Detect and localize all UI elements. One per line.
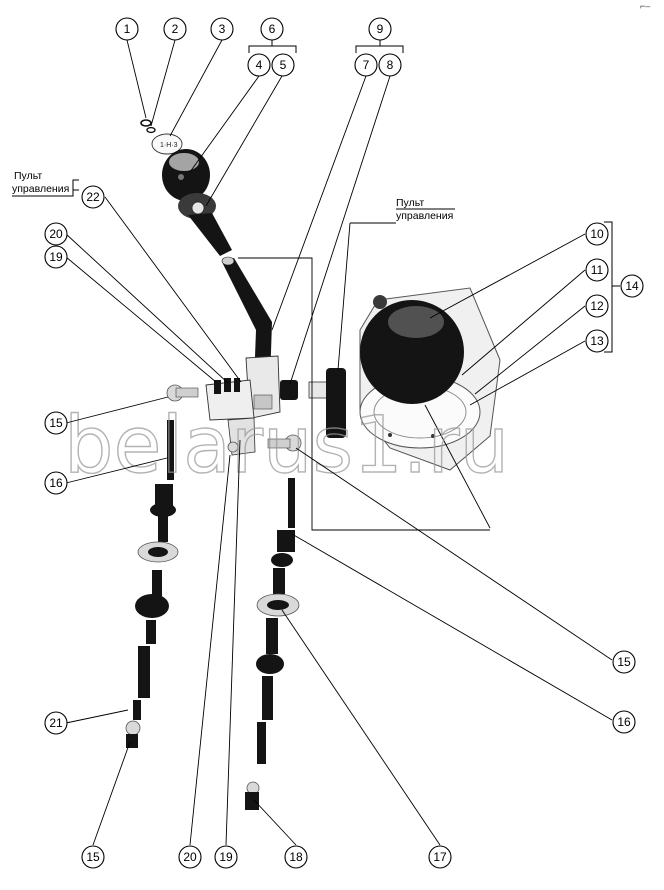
- part-shaft-7: [280, 380, 298, 400]
- callout-20-bottom: 20: [178, 845, 202, 869]
- svg-text:18: 18: [289, 850, 303, 864]
- svg-text:2: 2: [172, 22, 179, 36]
- svg-text:16: 16: [617, 715, 631, 729]
- callout-8: 8: [378, 53, 402, 77]
- callout-13: 13: [585, 329, 609, 353]
- callout-20-upper: 20: [44, 222, 68, 246]
- svg-text:19: 19: [49, 250, 63, 264]
- callout-16-left: 16: [44, 471, 68, 495]
- part-pin-19: [227, 441, 239, 453]
- parts-illustration: 1·H·3: [125, 119, 501, 810]
- callout-4: 4: [247, 53, 271, 77]
- svg-text:12: 12: [590, 299, 604, 313]
- callout-19-bottom: 19: [214, 845, 238, 869]
- callout-3: 3: [210, 17, 234, 41]
- svg-text:14: 14: [625, 279, 639, 293]
- svg-text:20: 20: [49, 227, 63, 241]
- note-left-line2: управления: [12, 183, 69, 195]
- note-right-line2: управления: [396, 210, 453, 222]
- part-knob-sleeve: [188, 213, 232, 256]
- svg-text:5: 5: [280, 58, 287, 72]
- callout-14: 14: [620, 274, 644, 298]
- svg-text:16: 16: [49, 476, 63, 490]
- svg-text:22: 22: [86, 190, 100, 204]
- svg-text:4: 4: [256, 58, 263, 72]
- part-washer-2: [146, 126, 156, 134]
- callout-17: 17: [428, 845, 452, 869]
- callout-15-upper-left: 15: [44, 411, 68, 435]
- part-lever-rod: [222, 258, 272, 384]
- part-cover-assembly-14: [359, 287, 501, 471]
- svg-text:21: 21: [49, 716, 63, 730]
- leader-lines: [65, 39, 613, 846]
- svg-text:13: 13: [590, 334, 604, 348]
- svg-text:15: 15: [617, 655, 631, 669]
- part-shift-plate-3: [151, 133, 183, 155]
- callout-9: 9: [368, 17, 392, 41]
- svg-text:9: 9: [377, 22, 384, 36]
- callout-22: 22: [81, 185, 105, 209]
- callout-15-bottom: 15: [81, 845, 105, 869]
- callout-2: 2: [163, 17, 187, 41]
- note-left: Пульт управления: [12, 170, 69, 195]
- callout-18: 18: [284, 845, 308, 869]
- callout-11: 11: [585, 258, 609, 282]
- callout-6: 6: [260, 17, 284, 41]
- svg-text:17: 17: [433, 850, 447, 864]
- shift-pattern-glyph: 1·H·3: [160, 142, 178, 149]
- svg-text:3: 3: [219, 22, 226, 36]
- svg-text:10: 10: [590, 227, 604, 241]
- callout-bubbles: 1 2 3 4 5 6 7 8 9 10 11 12 13 14 15 16 1…: [44, 17, 644, 869]
- callout-19-upper: 19: [44, 245, 68, 269]
- part-cable-21: [125, 420, 179, 748]
- svg-text:1: 1: [124, 22, 131, 36]
- callout-16-right: 16: [612, 710, 636, 734]
- callout-12: 12: [585, 294, 609, 318]
- callout-15-right: 15: [612, 650, 636, 674]
- svg-text:15: 15: [86, 850, 100, 864]
- callout-21: 21: [44, 711, 68, 735]
- note-right: Пульт управления: [396, 197, 453, 222]
- svg-text:11: 11: [591, 263, 604, 277]
- callout-10: 10: [585, 222, 609, 246]
- note-left-line1: Пульт: [14, 170, 42, 182]
- svg-text:15: 15: [49, 416, 63, 430]
- callout-1: 1: [115, 17, 139, 41]
- svg-text:7: 7: [363, 58, 370, 72]
- callout-5: 5: [271, 53, 295, 77]
- part-cable-17: [245, 478, 300, 810]
- part-ring-1: [140, 119, 152, 127]
- watermark: belarus1.ru: [64, 401, 509, 491]
- svg-text:20: 20: [183, 850, 197, 864]
- corner-mark: ⌐–: [640, 1, 650, 11]
- callout-7: 7: [354, 53, 378, 77]
- note-right-line1: Пульт: [396, 197, 424, 209]
- svg-text:8: 8: [387, 58, 394, 72]
- svg-text:19: 19: [219, 850, 233, 864]
- svg-text:6: 6: [269, 22, 276, 36]
